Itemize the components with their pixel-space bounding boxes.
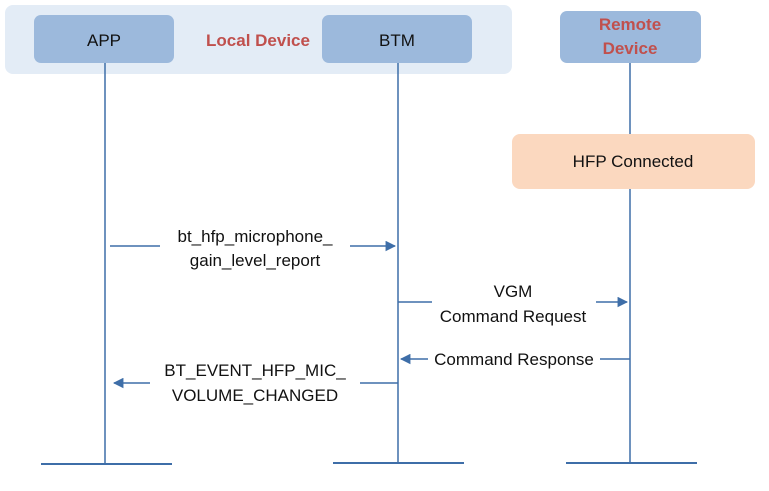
- actor-app-label: APP: [87, 31, 121, 50]
- state-hfp-connected: HFP Connected: [512, 134, 755, 189]
- message-btm-to-app: BT_EVENT_HFP_MIC_ VOLUME_CHANGED: [112, 360, 398, 408]
- message-app-to-btm: bt_hfp_microphone_ gain_level_report: [110, 224, 397, 270]
- message-btm-to-remote: VGM Command Request: [398, 280, 629, 328]
- actor-remote-label-line1: Remote: [599, 15, 661, 34]
- actor-btm: BTM: [322, 15, 472, 63]
- actor-btm-label: BTM: [379, 31, 415, 50]
- message-app-to-btm-line1: bt_hfp_microphone_: [177, 227, 333, 246]
- actor-remote-label-line2: Device: [603, 39, 658, 58]
- message-btm-to-remote-line2: Command Request: [440, 307, 587, 326]
- message-btm-to-remote-line1: VGM: [494, 282, 533, 301]
- message-btm-to-app-line2: VOLUME_CHANGED: [172, 386, 338, 405]
- local-device-label: Local Device: [206, 31, 310, 50]
- message-remote-to-btm-line1: Command Response: [434, 350, 594, 369]
- actor-remote: Remote Device: [560, 11, 701, 63]
- message-remote-to-btm: Command Response: [399, 348, 630, 370]
- message-btm-to-app-line1: BT_EVENT_HFP_MIC_: [164, 361, 346, 380]
- message-app-to-btm-line2: gain_level_report: [190, 251, 321, 270]
- actor-app: APP: [34, 15, 174, 63]
- state-hfp-connected-label: HFP Connected: [573, 152, 694, 171]
